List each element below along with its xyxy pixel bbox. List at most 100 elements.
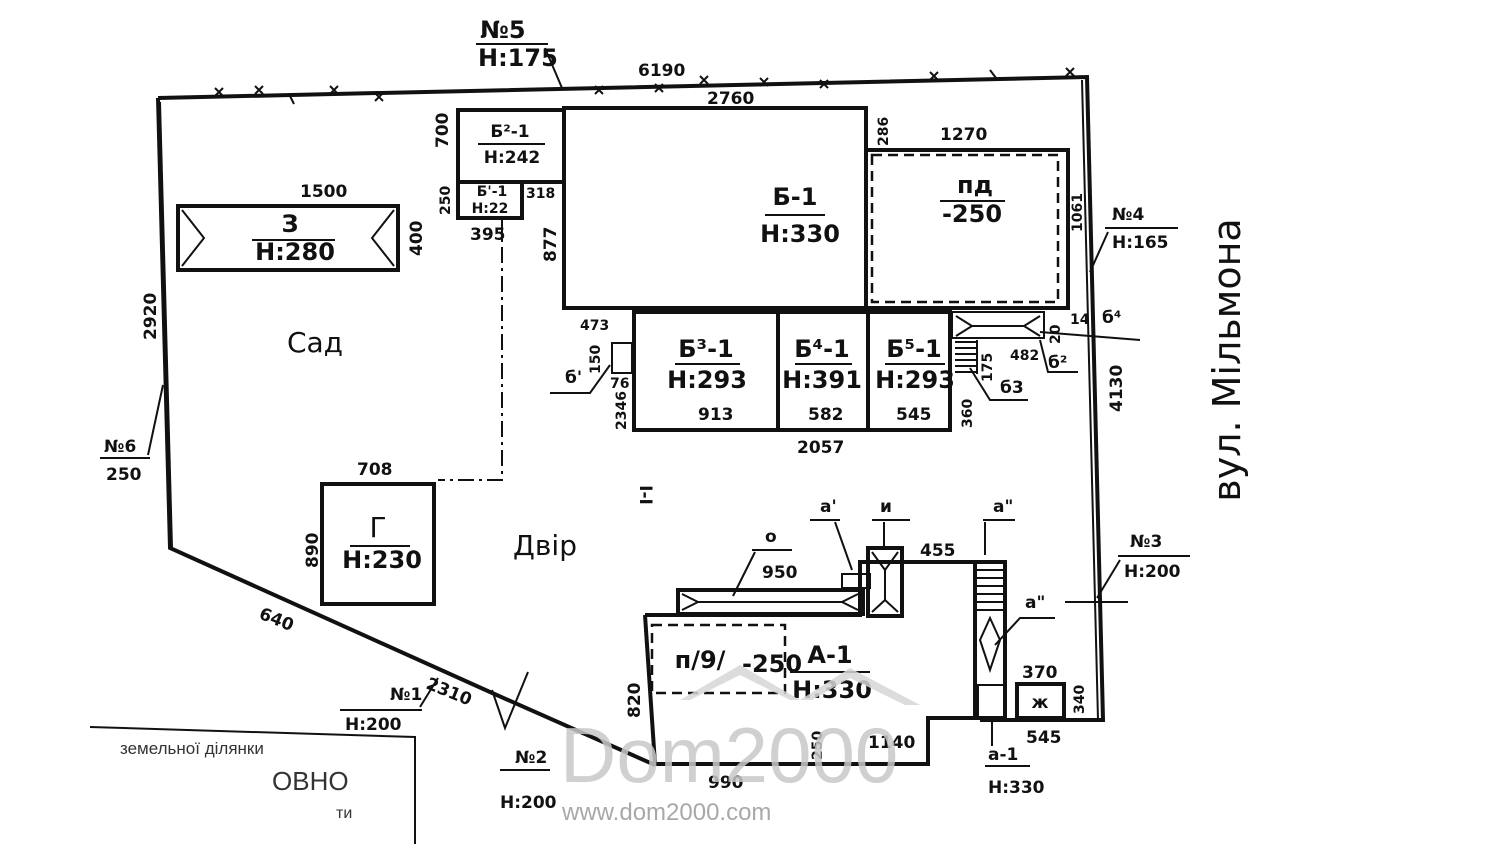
a1-porch-label: а-1 [988, 745, 1018, 765]
pd-label: пд [957, 171, 993, 199]
marker-5-label: №5 [480, 16, 526, 44]
dim-250: 250 [438, 186, 454, 215]
dim-582: 582 [808, 405, 844, 425]
dim-545: 545 [896, 405, 932, 425]
dim-820: 820 [625, 682, 645, 718]
marker-1-label: №1 [390, 685, 422, 705]
dim-250b: 250 [810, 731, 826, 760]
b4-label: Б⁴-1 [794, 335, 849, 363]
dim-640: 640 [256, 604, 297, 636]
letter-b2: б² [1048, 353, 1067, 373]
dimension-labels: 6190 2760 700 250 318 395 877 286 1270 1… [141, 61, 1127, 793]
dim-2057: 2057 [797, 438, 844, 458]
dim-700: 700 [433, 112, 453, 148]
dim-877: 877 [541, 227, 561, 263]
marker-4-label: №4 [1112, 205, 1144, 225]
porch-a-prime [841, 573, 871, 589]
dim-950: 950 [762, 563, 798, 583]
porch-i [866, 546, 904, 618]
marker-2: №2 H:200 [491, 671, 557, 813]
dim-370: 370 [1022, 663, 1058, 683]
dim-top-inner: 2760 [707, 89, 754, 109]
marker-6-height: 250 [106, 465, 142, 485]
b5-height: H:293 [875, 366, 955, 394]
b4-height: H:391 [782, 366, 862, 394]
b2-height: H:242 [484, 148, 541, 168]
garden-yard-boundary [438, 218, 503, 481]
pd-height: -250 [942, 200, 1002, 228]
street-label: вул. Мільмона [1205, 218, 1249, 501]
marker-2-height: H:200 [500, 793, 557, 813]
stamp-line1: земельної ділянки [120, 739, 264, 758]
stamp-line2: ОВНО [272, 766, 349, 796]
marker-1-height: H:200 [345, 715, 402, 735]
dim-1140: 1140 [868, 733, 915, 753]
dim-top-total: 6190 [638, 61, 685, 81]
b5-label: Б⁵-1 [886, 335, 941, 363]
g-label: Г [369, 511, 386, 544]
dim-545b: 545 [1026, 728, 1062, 748]
g-height: H:230 [342, 546, 422, 574]
marker-4: №4 H:165 [1089, 205, 1178, 273]
porch-b-prime [611, 342, 633, 374]
building-zh: ж [1015, 682, 1066, 720]
marker-6-label: №6 [104, 437, 136, 457]
dim-990: 990 [708, 773, 744, 793]
marker-4-height: H:165 [1112, 233, 1169, 253]
letter-a-prime: а' [820, 497, 837, 517]
dim-890: 890 [303, 532, 323, 568]
letter-i: и [880, 497, 892, 517]
title-stamp: земельної ділянки ОВНО ти [89, 726, 416, 844]
letter-o: о [765, 527, 777, 547]
b2-label: Б²-1 [490, 122, 529, 142]
letter-b4: б⁴ [1102, 308, 1121, 328]
watermark-url: www.dom2000.com [561, 799, 771, 826]
a1-label: А-1 [807, 641, 852, 669]
b3-height: H:293 [667, 366, 747, 394]
dim-2346: 2346 [614, 391, 630, 430]
watermark: Dom2000 www.dom2000.com [560, 665, 920, 826]
p9-label: п/9/ [675, 646, 726, 674]
dim-395: 395 [470, 225, 506, 245]
building-z: З H:280 [176, 204, 400, 272]
marker-1: №1 H:200 [340, 677, 439, 735]
dim-150: 150 [588, 345, 604, 374]
dim-708: 708 [357, 460, 393, 480]
building-row-b3-b5: Б³-1 H:293 Б⁴-1 H:391 Б⁵-1 H:293 [632, 310, 955, 432]
marker-3: №3 H:200 [1096, 532, 1190, 599]
stamp-line3: ти [336, 805, 352, 822]
dim-455: 455 [920, 541, 956, 561]
marker-3-height: H:200 [1124, 562, 1181, 582]
letter-labels: б' б⁴ б² б3 а' и а" а" о а-1 H:330 [550, 308, 1141, 798]
porch-o [676, 588, 865, 616]
dim-340: 340 [1072, 685, 1088, 714]
dim-76: 76 [610, 376, 629, 392]
letter-a-dbl2: а" [1025, 593, 1045, 613]
dim-1061: 1061 [1070, 193, 1086, 232]
letter-b-prime: б' [565, 368, 582, 388]
b1-height: H:330 [760, 220, 840, 248]
dim-14: 14 [1070, 312, 1090, 328]
marker-2-label: №2 [515, 748, 547, 768]
section-mark: I-I [635, 485, 655, 505]
building-pd: пд -250 [866, 148, 1070, 310]
dim-913: 913 [698, 405, 734, 425]
building-b2: Б²-1 H:242 Б'-1 H:22 [456, 108, 566, 220]
dim-20: 20 [1048, 324, 1064, 344]
yard-label: Двір [513, 529, 577, 562]
letter-b3: б3 [1000, 378, 1024, 398]
dim-482: 482 [1010, 348, 1039, 364]
a1-porch-height: H:330 [988, 778, 1045, 798]
building-b1: Б-1 H:330 [562, 106, 868, 310]
b3-label: Б³-1 [678, 335, 733, 363]
b1-small-label: Б'-1 [477, 184, 508, 200]
porch-b4 [951, 311, 1045, 339]
dim-360: 360 [960, 399, 976, 428]
dim-1270: 1270 [940, 125, 987, 145]
garden-label: Сад [287, 326, 343, 359]
dim-286: 286 [876, 117, 892, 146]
dim-400: 400 [407, 220, 427, 256]
watermark-logo: Dom2000 [560, 711, 898, 799]
dim-318: 318 [526, 186, 555, 202]
b1-small-height: H:22 [472, 201, 509, 217]
